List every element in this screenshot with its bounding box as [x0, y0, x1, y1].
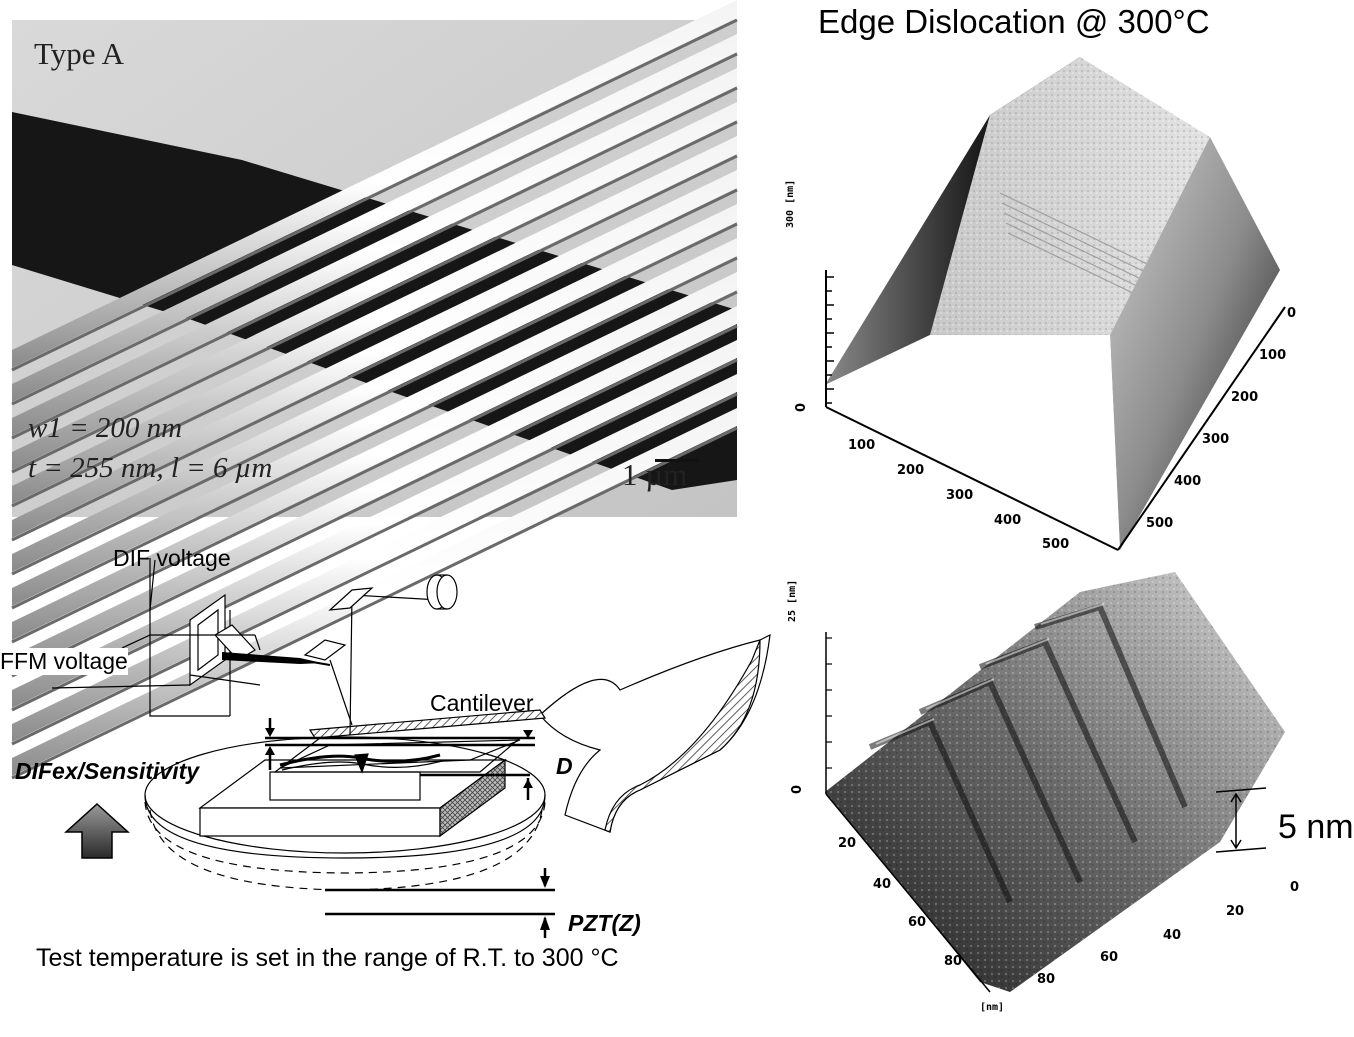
cantilever-label: Cantilever: [430, 690, 534, 716]
afm-bottom-y-tick: 40: [1163, 928, 1182, 943]
afm-bottom-y-tick: 80: [1037, 972, 1056, 987]
nanowire: [12, 170, 737, 538]
nanowire-shadow: [11, 154, 738, 508]
afm-top-z-tick: 0: [794, 402, 810, 413]
nanowire: [12, 136, 737, 504]
nanowire: [12, 68, 737, 436]
nanowire-shadow: [11, 120, 738, 474]
sem-micrograph: Type A w1 = 200 nm t = 255 nm, l = 6 µm …: [11, 0, 738, 780]
up-arrow-icon: [64, 802, 130, 859]
afm-top-y-tick: 500: [1146, 516, 1174, 531]
afm-title: Edge Dislocation @ 300°C: [818, 3, 1210, 40]
nanowire: [12, 408, 737, 776]
afm-bottom-y-tick: 20: [1226, 904, 1245, 919]
afm-top-x-tick: 300: [946, 488, 974, 503]
sem-image: [11, 0, 738, 780]
afm-top-z-label: 300 [nm]: [785, 179, 796, 228]
nanowire: [12, 102, 737, 470]
ffm-voltage-label: FFM voltage: [0, 648, 128, 675]
nanowire-shadow: [11, 426, 738, 780]
nanowire: [12, 306, 737, 674]
afm-top-y-tick: 100: [1259, 348, 1287, 363]
nanowire: [12, 238, 737, 606]
afm-bottom-z-label: 25 [nm]: [787, 579, 798, 622]
afm-top-y-tick: 400: [1174, 474, 1202, 489]
nanowire-shadow: [11, 290, 738, 644]
afm-top-x-tick: 100: [848, 438, 876, 453]
afm-bottom-x-tick: 40: [873, 877, 892, 892]
nanowire-shadow: [11, 222, 738, 576]
scale-bar: [655, 459, 699, 462]
nanowire-shadow: [11, 52, 738, 406]
test-setup-schematic: [51, 558, 771, 938]
nanowire: [12, 0, 737, 368]
afm-bottom-x-tick: 80: [944, 954, 963, 969]
afm-bottom-y-tick: 0: [1290, 880, 1300, 895]
afm-top-x-tick: 400: [994, 513, 1022, 528]
dif-sensitivity-label: DIFex/Sensitivity: [15, 758, 200, 784]
nanowire: [12, 34, 737, 402]
afm-top-x-tick: 200: [897, 463, 925, 478]
d-dimension-label: D: [556, 753, 573, 779]
sem-width-label: w1 = 200 nm: [28, 412, 183, 444]
afm-top-x-tick: 500: [1042, 537, 1070, 552]
afm-top-y-tick: 300: [1202, 432, 1230, 447]
nanowire-shadow: [11, 358, 738, 712]
afm-bottom-x-tick: 60: [908, 915, 927, 930]
afm-bottom-y-tick: 60: [1100, 950, 1119, 965]
nanowire-shadow: [11, 256, 738, 610]
afm-bottom-x-tick: 20: [838, 836, 857, 851]
afm-top-y-tick: 200: [1231, 390, 1259, 405]
dif-voltage-label: DIF voltage: [113, 545, 231, 571]
nanowire-shadow: [11, 188, 738, 542]
afm-surface-top: [825, 57, 1286, 551]
nanowire-shadow: [11, 324, 738, 678]
afm-surface-bottom: [825, 572, 1285, 993]
afm-bottom-z-tick: 0: [790, 784, 806, 795]
afm-bottom-unit-label: [nm]: [980, 1002, 1005, 1013]
nanowire-shadow: [11, 86, 738, 440]
nanowire-lines: [11, 0, 738, 780]
nanowire-shadow: [11, 18, 738, 372]
nanowire: [12, 340, 737, 708]
test-temperature-caption: Test temperature is set in the range of …: [36, 944, 619, 972]
afm-top-y-tick: 0: [1287, 306, 1297, 321]
nanowire: [12, 204, 737, 572]
step-height-label: 5 nm: [1278, 808, 1354, 846]
pzt-label: PZT(Z): [568, 910, 641, 936]
sem-thickness-label: t = 255 nm, l = 6 µm: [28, 452, 273, 484]
nanowire: [12, 272, 737, 640]
sem-type-label: Type A: [34, 36, 124, 71]
scale-bar-label: 1 µm: [622, 457, 688, 492]
